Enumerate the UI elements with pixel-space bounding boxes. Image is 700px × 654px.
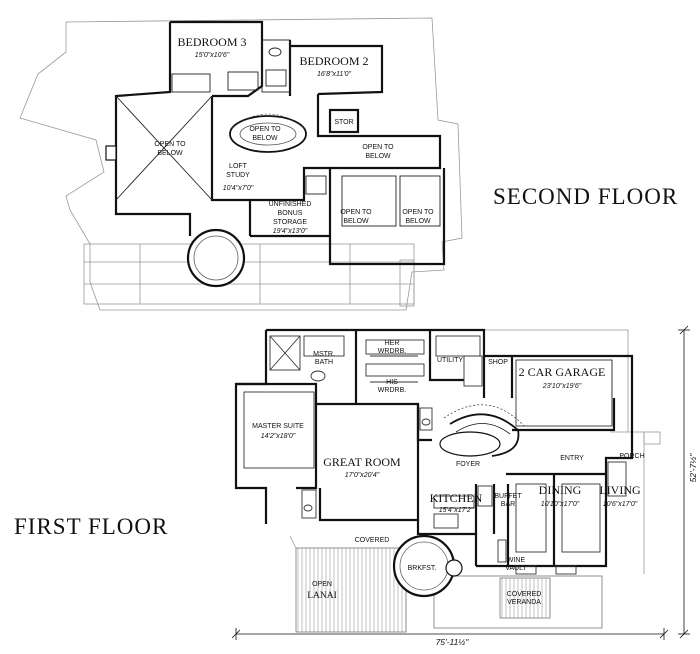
bonus-dims: 19'4"x13'0": [273, 228, 308, 235]
wine-label-line2: VAULT: [505, 565, 527, 572]
open-below-b-line2: BELOW: [405, 218, 431, 225]
first-floor-staircase: [439, 404, 525, 457]
open-below-b-line1: OPEN TO: [402, 209, 434, 216]
utility-label: UTILITY: [437, 357, 463, 364]
lanai-deck: [295, 547, 407, 633]
living-label: LIVING: [599, 483, 641, 497]
living-dims: 10'6"x17'0": [603, 501, 638, 508]
first-floor-plan: MSTR. BATH HER WRDRB. HIS WRDRB. UTILITY…: [231, 325, 698, 647]
garage-label: 2 CAR GARAGE: [519, 365, 606, 379]
mstr-bath-label-line2: BATH: [315, 359, 333, 366]
second-floor-stair-opening: [229, 113, 307, 153]
veranda-deck: [433, 575, 603, 629]
width-dimension-label: 75'-11½": [436, 637, 470, 647]
bedroom3-label: BEDROOM 3: [177, 35, 246, 49]
her-wrdrb-label-line2: WRDRB.: [378, 348, 406, 355]
dining-label: DINING: [539, 483, 582, 497]
bedroom2-dims: 16'8"x11'0": [317, 71, 351, 78]
veranda-label-line2: VERANDA: [507, 599, 541, 606]
porch-label: PORCH: [619, 453, 644, 460]
his-wrdrb-label-line1: HIS: [386, 379, 398, 386]
second-floor-roof-outline: [19, 17, 463, 311]
brkfst-tower: [392, 534, 463, 598]
bonus-label-line1: UNFINISHED: [269, 201, 312, 208]
veranda-landing: [499, 577, 551, 619]
loft-dims: 10'4"x7'0": [223, 185, 254, 192]
first-floor-title: FIRST FLOOR: [14, 514, 169, 539]
covered-label: COVERED: [355, 537, 390, 544]
depth-dimension-label: 52'-7½": [688, 453, 698, 483]
lanai-label-line1: OPEN: [312, 581, 332, 588]
dimension-lines: [231, 325, 690, 640]
bedroom2-label: BEDROOM 2: [299, 54, 368, 68]
his-wrdrb-label-line2: WRDRB.: [378, 387, 406, 394]
second-floor-tower: [186, 228, 246, 288]
garage-dims: 23'10"x19'6": [542, 383, 582, 390]
first-floor-fixtures: [243, 335, 627, 575]
buffet-label-line2: BAR: [501, 501, 515, 508]
bonus-label-line2: BONUS: [278, 210, 303, 217]
brkfst-label: BRKFST.: [408, 565, 437, 572]
foyer-label: FOYER: [456, 461, 480, 468]
master-suite-dims: 14'2"x18'0": [261, 433, 296, 440]
open-below-right-line1: OPEN TO: [362, 144, 394, 151]
second-floor-plan: BEDROOM 3 15'0"x10'6" BEDROOM 2 16'8"x11…: [19, 17, 463, 311]
stor-label: STOR: [334, 119, 353, 126]
great-room-dims: 17'0"x20'4": [345, 472, 380, 479]
open-below-a-line2: BELOW: [343, 218, 369, 225]
veranda-label-line1: COVERED: [507, 591, 542, 598]
loft-label-line2: STUDY: [226, 172, 250, 179]
open-below-left-line1: OPEN TO: [154, 141, 186, 148]
open-below-left-line2: BELOW: [157, 150, 183, 157]
first-floor-walls: [234, 328, 634, 568]
kitchen-label: KITCHEN: [430, 491, 483, 505]
mstr-bath-label-line1: MSTR.: [313, 351, 335, 358]
shop-label: SHOP: [488, 359, 508, 366]
entry-label: ENTRY: [560, 455, 584, 462]
lanai-label-line2: LANAI: [307, 591, 337, 601]
open-below-a-line1: OPEN TO: [340, 209, 372, 216]
bonus-label-line3: STORAGE: [273, 219, 307, 226]
open-below-stair-line2: BELOW: [252, 135, 278, 142]
kitchen-dims: 15'4"x17'2": [439, 507, 474, 514]
her-wrdrb-label-line1: HER: [385, 340, 400, 347]
wine-label-line1: WINE: [507, 557, 526, 564]
second-floor-title: SECOND FLOOR: [493, 184, 679, 209]
second-floor-fixtures: [105, 39, 441, 227]
master-suite-label: MASTER SUITE: [252, 423, 304, 430]
buffet-label-line1: BUFFET: [494, 493, 522, 500]
great-room-label: GREAT ROOM: [323, 455, 401, 469]
open-below-stair-line1: OPEN TO: [249, 126, 281, 133]
loft-label-line1: LOFT: [229, 163, 248, 170]
bedroom3-dims: 15'0"x10'6": [195, 52, 230, 59]
dining-dims: 10'10"x17'0": [541, 501, 580, 508]
open-below-right-line2: BELOW: [365, 153, 391, 160]
